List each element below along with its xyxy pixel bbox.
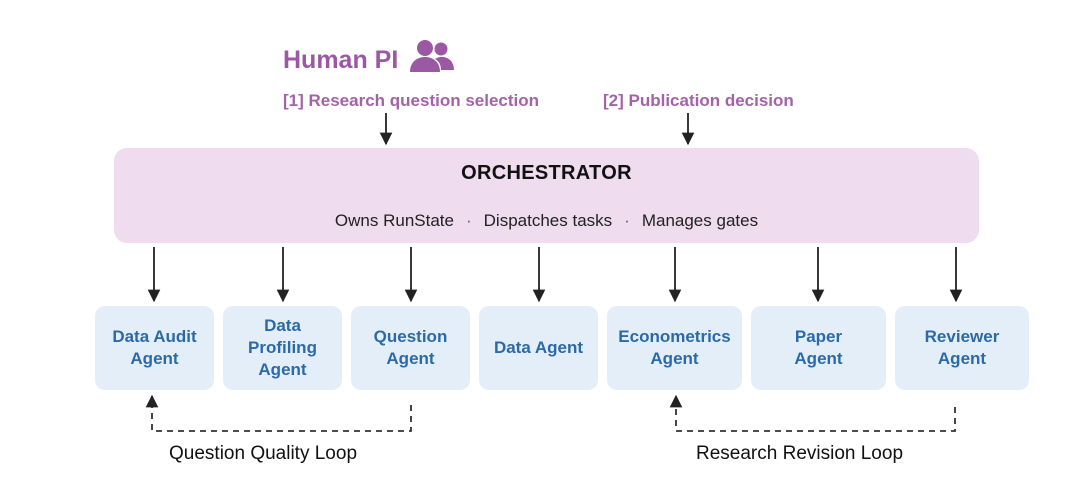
agent-paper: Paper Agent — [751, 306, 886, 390]
orchestrator-box: ORCHESTRATOR Owns RunState · Dispatches ta… — [114, 148, 979, 243]
agent-data-profiling: Data Profiling Agent — [223, 306, 342, 390]
duty-dispatches-tasks: Dispatches tasks — [483, 211, 613, 230]
gate-publication-decision: [2] Publication decision — [603, 91, 794, 110]
duty-owns-runstate: Owns RunState — [334, 211, 454, 230]
duty-manages-gates: Manages gates — [641, 211, 759, 230]
human-pi-title: Human PI — [283, 46, 399, 74]
people-icon — [410, 40, 454, 72]
loop-label-question-quality: Question Quality Loop — [169, 443, 358, 464]
agent-question: Question Agent — [351, 306, 470, 390]
agent-label: Econometrics Agent — [618, 327, 731, 368]
agent-label: Reviewer Agent — [924, 327, 1000, 368]
agent-label: Data Agent — [493, 338, 584, 357]
gate-research-question: [1] Research question selection — [283, 91, 540, 110]
agent-data-audit: Data Audit Agent — [95, 306, 214, 390]
loop-question-quality — [145, 394, 412, 432]
duty-separator: · — [624, 211, 630, 230]
orchestrator-title: ORCHESTRATOR — [461, 162, 632, 184]
orchestrator-duties: Owns RunState · Dispatches tasks · Manages g… — [114, 211, 979, 231]
agent-label: Data Audit Agent — [112, 327, 197, 368]
agent-label: Paper Agent — [794, 327, 843, 368]
agent-econometrics: Econometrics Agent — [607, 306, 742, 390]
agent-label: Question Agent — [373, 327, 448, 368]
agent-data: Data Agent — [479, 306, 598, 390]
agent-reviewer: Reviewer Agent — [895, 306, 1029, 390]
loop-research-revision — [669, 394, 956, 432]
agent-label: Data Profiling Agent — [248, 316, 317, 379]
loop-label-research-revision: Research Revision Loop — [696, 443, 904, 464]
duty-separator: · — [465, 211, 472, 230]
